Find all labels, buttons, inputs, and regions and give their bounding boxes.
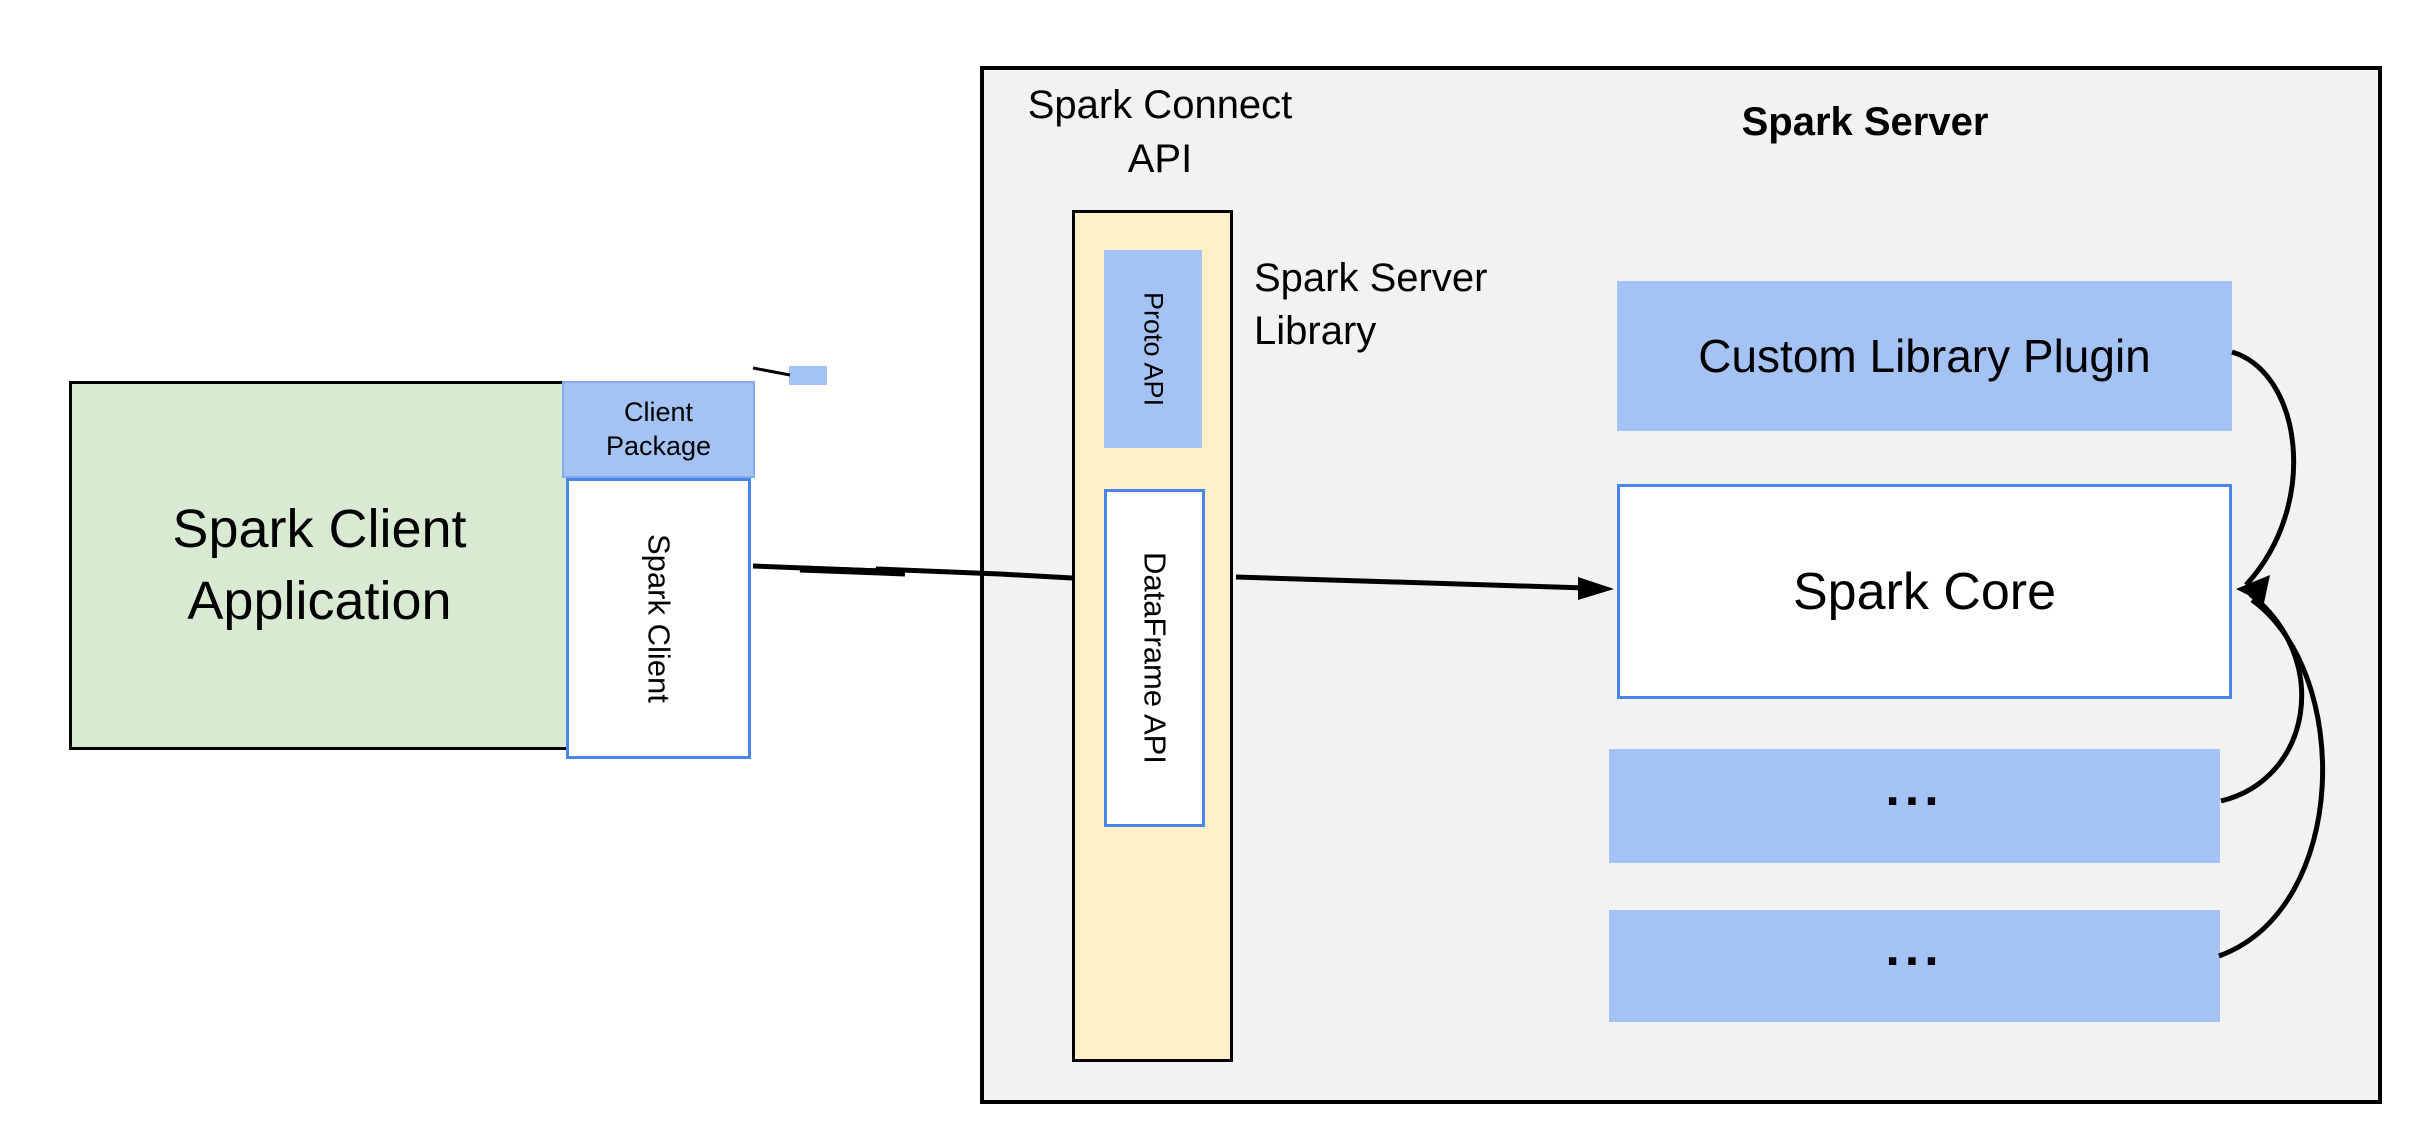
spark-server-title: Spark Server [1741, 100, 1989, 144]
spark-server-library-label-line2: Library [1254, 308, 1377, 353]
spark-client-application-label: Spark Client Application [172, 494, 466, 637]
client-package-label: Client Package [606, 396, 711, 464]
proto-api-label: Proto API [1138, 291, 1169, 407]
spark-connect-api-title-line1: Spark Connect [1027, 83, 1293, 127]
stray-blue-fragment [789, 366, 827, 385]
spark-client-application-label-line1: Spark Client [172, 499, 467, 560]
ellipsis-label-1: ... [1885, 759, 1944, 817]
additional-plugin-box-2: ... [1609, 910, 2220, 1022]
spark-client-application-box: Spark Client Application [69, 381, 570, 750]
custom-library-plugin-box: Custom Library Plugin [1617, 281, 2232, 431]
client-package-label-line2: Package [605, 430, 712, 461]
additional-plugin-box-1: ... [1609, 749, 2220, 863]
spark-client-label: Spark Client [641, 534, 677, 703]
spark-client-application-label-line2: Application [187, 570, 452, 631]
spark-server-library-label-line1: Spark Server [1254, 256, 1488, 300]
stray-line-fragment [752, 366, 791, 377]
ellipsis-label-2: ... [1885, 919, 1944, 977]
client-package-box: Client Package [562, 381, 755, 478]
client-package-label-line1: Client [623, 396, 693, 427]
client-to-connect-line-overlap [799, 565, 906, 577]
spark-client-box: Spark Client [566, 478, 751, 759]
spark-server-library-label: Spark Server Library [1254, 252, 1614, 358]
spark-connect-api-title: Spark Connect API [988, 78, 1332, 186]
proto-api-box: Proto API [1104, 250, 1202, 448]
dataframe-api-label: DataFrame API [1137, 552, 1173, 764]
dataframe-api-box: DataFrame API [1104, 489, 1205, 827]
spark-core-label: Spark Core [1793, 562, 2056, 621]
spark-core-box: Spark Core [1617, 484, 2232, 699]
custom-library-plugin-label: Custom Library Plugin [1698, 330, 2151, 382]
spark-connect-api-title-line2: API [1127, 137, 1193, 181]
